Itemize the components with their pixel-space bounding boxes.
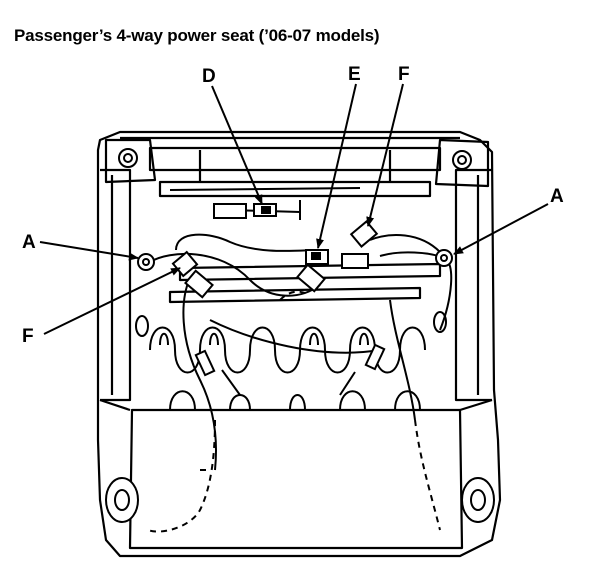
wire-harness-hidden xyxy=(147,290,441,533)
seat-springs xyxy=(149,326,426,411)
leader-E xyxy=(316,83,357,249)
callout-leaders xyxy=(39,83,549,335)
connector-D xyxy=(213,203,277,219)
connector-F-right xyxy=(296,220,379,293)
callout-D: D xyxy=(202,66,216,87)
callout-A-right: A xyxy=(550,186,564,207)
frame-bolts xyxy=(105,148,495,523)
leader-F-top xyxy=(366,83,404,227)
leader-A-left xyxy=(39,241,139,261)
connector-E xyxy=(305,249,369,269)
ground-A-right xyxy=(435,249,453,267)
callout-F-top: F xyxy=(398,64,410,85)
callout-E: E xyxy=(348,64,361,85)
leader-F-left xyxy=(43,267,181,335)
callout-A-left: A xyxy=(22,232,36,253)
harness-clips xyxy=(194,343,386,377)
leader-A-right xyxy=(453,203,549,255)
seat-frame xyxy=(96,130,502,558)
callout-F-left: F xyxy=(22,326,34,347)
ground-A-left xyxy=(137,253,155,271)
leader-D xyxy=(211,85,263,205)
diagram-title: Passenger’s 4-way power seat (’06-07 mod… xyxy=(14,26,380,45)
